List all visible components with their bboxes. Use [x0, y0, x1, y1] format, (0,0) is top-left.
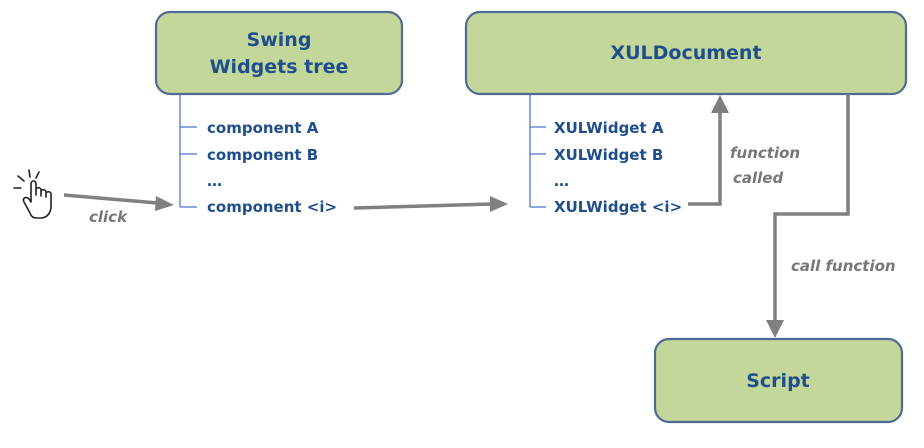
xul-tree-items: XULWidget A XULWidget B … XULWidget <i>	[554, 119, 682, 216]
xul-document-node: XULDocument	[464, 10, 908, 96]
call-function-arrow	[766, 94, 850, 338]
script-box	[653, 337, 904, 424]
xul-tree-connectors	[529, 94, 546, 208]
hand-pointer-click-icon	[13, 169, 52, 219]
xul-tree-item-ellipsis: …	[554, 172, 569, 190]
script-node: Script	[653, 337, 904, 424]
swing-tree-title-line1: Swing	[247, 29, 312, 51]
xul-tree-item-widget-a: XULWidget A	[554, 119, 664, 137]
swing-tree-item-ellipsis: …	[207, 172, 222, 190]
click-label: click	[89, 208, 128, 226]
swing-tree-item-component-b: component B	[207, 146, 318, 164]
xul-tree-item-widget-b: XULWidget B	[554, 146, 663, 164]
function-called-arrow	[688, 95, 729, 206]
xul-document-title: XULDocument	[610, 42, 761, 64]
xul-tree-item-widget-i: XULWidget <i>	[554, 198, 682, 216]
function-called-label-line1: function	[730, 144, 800, 162]
swing-tree-item-component-i: component <i>	[207, 198, 337, 216]
swing-widgets-tree-box	[154, 10, 404, 96]
click-arrow	[63, 193, 174, 211]
swing-tree-title-line2: Widgets tree	[210, 56, 349, 78]
function-called-label-line2: called	[733, 169, 783, 187]
call-function-label: call function	[791, 257, 896, 275]
swing-tree-items: component A component B … component <i>	[207, 119, 337, 216]
script-title: Script	[746, 370, 810, 392]
swing-tree-item-component-a: component A	[207, 119, 319, 137]
component-to-xulwidget-arrow	[353, 196, 508, 212]
swing-tree-connectors	[179, 94, 197, 208]
xul-document-box	[464, 10, 908, 96]
swing-widgets-tree-node: Swing Widgets tree	[154, 10, 404, 96]
